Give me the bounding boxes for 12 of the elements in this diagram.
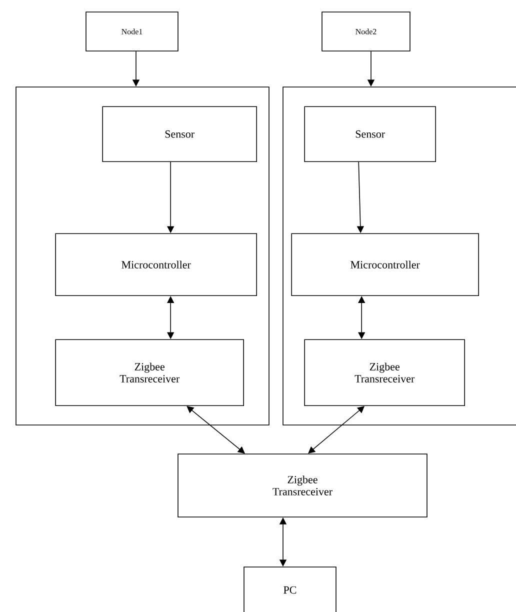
process-box: Sensor bbox=[102, 106, 257, 162]
process-box: Microcontroller bbox=[291, 233, 479, 296]
process-box: Microcontroller bbox=[55, 233, 257, 296]
process-box: Node1 bbox=[86, 12, 178, 52]
process-box: PC bbox=[244, 566, 336, 612]
group-box bbox=[16, 86, 270, 426]
process-box: Zigbee Transreceiver bbox=[55, 339, 244, 406]
group-box bbox=[282, 86, 516, 426]
process-box: Node2 bbox=[322, 12, 410, 52]
process-box: Sensor bbox=[304, 106, 436, 162]
process-box: Zigbee Transreceiver bbox=[304, 339, 465, 406]
process-box: Zigbee Transreceiver bbox=[178, 454, 428, 518]
